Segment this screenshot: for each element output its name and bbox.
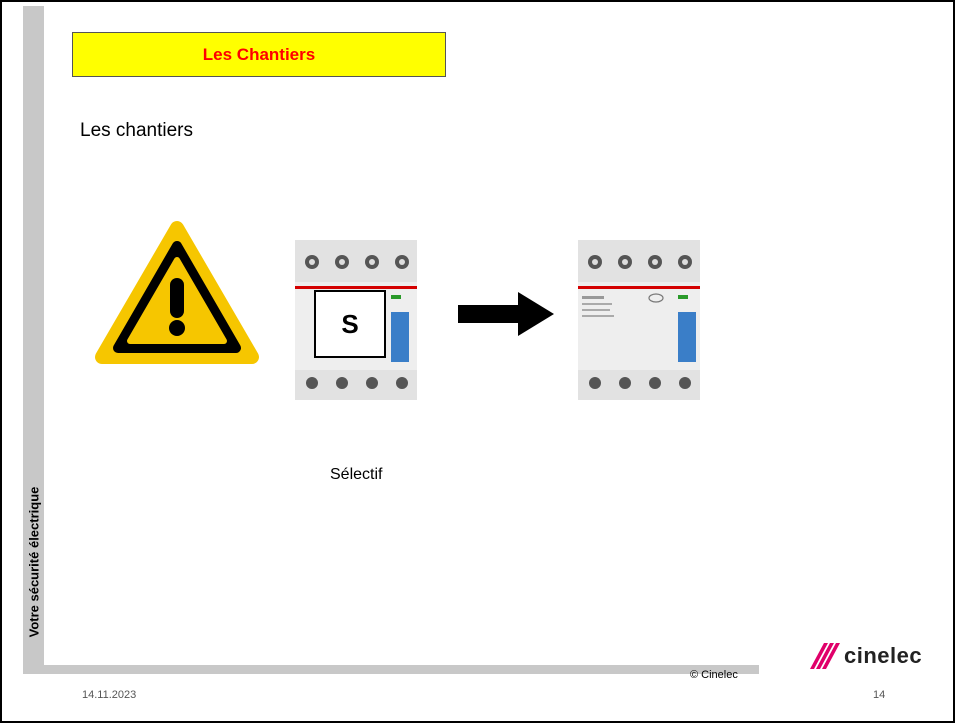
bottom-bar xyxy=(44,665,759,674)
copyright: © Cinelec xyxy=(690,669,738,681)
slide-title: Les Chantiers xyxy=(202,44,316,64)
slide-date: 14.11.2023 xyxy=(82,689,137,701)
cinelec-logo: cinelec xyxy=(806,641,922,671)
side-bar xyxy=(23,6,44,674)
warning-icon xyxy=(95,221,259,364)
caption-selectif: Sélectif xyxy=(330,466,383,483)
selective-s-box xyxy=(314,290,386,358)
slide-heading: Les chantiers xyxy=(80,120,194,141)
logo-text: cinelec xyxy=(844,643,923,668)
side-label: Votre sécurité électrique xyxy=(26,486,42,638)
title-box: Les Chantiers xyxy=(72,32,446,77)
page-number: 14 xyxy=(873,689,886,701)
selective-s-mark: S xyxy=(341,308,359,339)
right-arrow-icon xyxy=(458,292,554,336)
cinelec-logo-icon xyxy=(810,643,840,669)
rcd-device xyxy=(578,240,700,400)
